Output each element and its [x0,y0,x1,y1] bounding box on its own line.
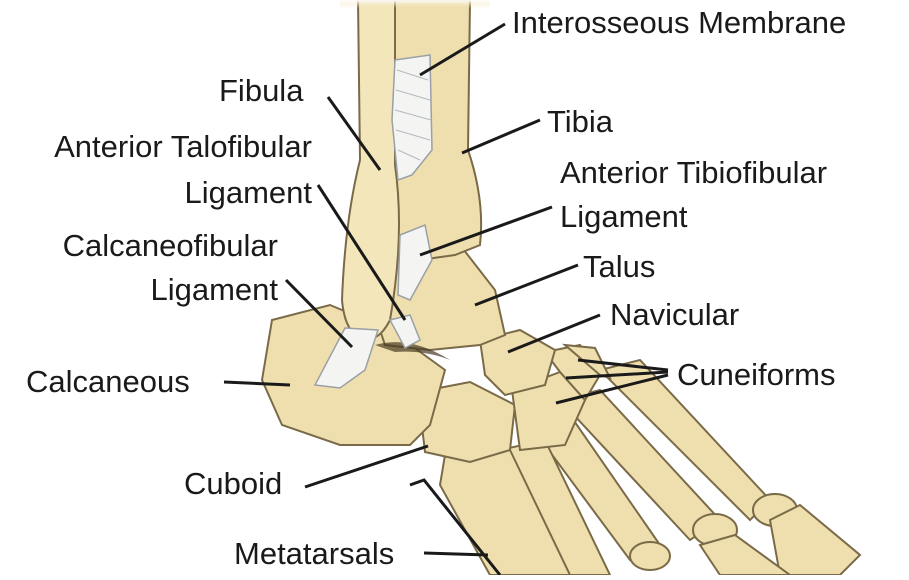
label-fibula: Fibula [219,74,303,108]
label-cuneiforms: Cuneiforms [677,358,836,392]
label-metatarsals: Metatarsals [234,537,394,571]
label-calcaneofibular-ligament: Calcaneofibular Ligament [20,229,278,307]
label-cuboid: Cuboid [184,467,282,501]
label-line-1: Anterior Talofibular [6,130,312,164]
label-text: Calcaneous [26,365,190,399]
label-line-1: Anterior Tibiofibular [560,156,827,190]
label-line-2: Ligament [560,200,827,234]
label-tibia: Tibia [547,105,613,139]
label-text: Fibula [219,74,303,108]
label-anterior-tibiofibular-ligament: Anterior Tibiofibular Ligament [560,156,827,234]
label-anterior-talofibular-ligament: Anterior Talofibular Ligament [6,130,312,210]
label-text: Tibia [547,105,613,139]
label-calcaneous: Calcaneous [26,365,190,399]
label-line-2: Ligament [20,273,278,307]
leader-tibia [462,120,540,153]
label-text: Cuboid [184,467,282,501]
label-navicular: Navicular [610,298,739,332]
label-line-2: Ligament [6,176,312,210]
leader-cuboid [305,446,428,487]
label-text: Navicular [610,298,739,332]
label-text: Metatarsals [234,537,394,571]
label-talus: Talus [583,250,655,284]
label-interosseous-membrane: Interosseous Membrane [512,6,846,40]
label-text: Interosseous Membrane [512,6,846,40]
leader-metatarsals [424,553,488,555]
label-text: Cuneiforms [677,358,836,392]
label-text: Talus [583,250,655,284]
label-line-1: Calcaneofibular [20,229,278,263]
